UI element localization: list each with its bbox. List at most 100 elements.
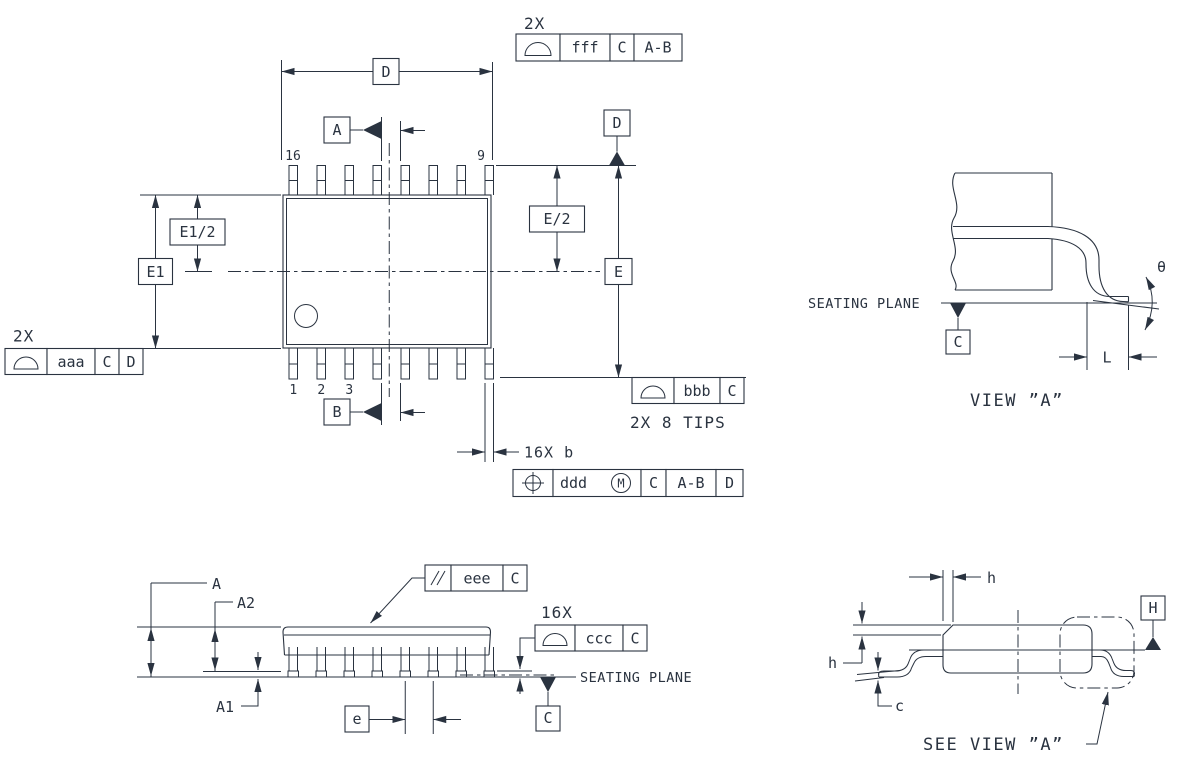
datum-triangle-icon [540,677,556,692]
pin-number-2: 2 [317,383,325,398]
dimension-lead-width-b: 16X b [457,383,574,462]
fcf-bbb-tol: bbb [683,382,710,400]
position-icon [522,472,544,494]
fcf-aaa-tol: aaa [57,353,84,371]
dim-label-e1: E1 [146,263,164,281]
dim-label-a2: A2 [237,594,255,612]
fcf-ddd-datum2: A-B [677,474,704,492]
datum-d-symbol: D [603,109,631,166]
datum-a-symbol: A [323,116,425,161]
dimension-h-side: h [828,602,951,672]
dim-label-h-side: h [828,654,837,672]
datum-triangle-icon [950,303,966,318]
fcf-aaa: 2X aaa C D [4,327,144,376]
dimension-a2: A2 [203,594,281,672]
dimension-d: D [281,57,493,160]
fcf-eee-tol: eee [463,570,490,588]
profile-of-surface-icon [542,633,568,646]
dimension-l: L [1059,302,1157,370]
dimension-e-pitch: e [344,681,461,734]
dimension-e-half: E/2 [528,165,586,272]
datum-triangle-icon [609,151,625,166]
dim-label-a1: A1 [216,698,234,716]
fcf-eee: eee C [370,564,528,624]
fcf-aaa-qty: 2X [13,327,34,346]
datum-d-label: D [612,114,621,132]
pin1-indicator [294,304,318,328]
dim-label-c: c [895,697,904,715]
dim-label-l: L [1102,349,1111,367]
dim-label-16x-b: 16X b [524,444,574,462]
fcf-ccc-qty: 16X [541,603,573,622]
datum-b-label: B [332,403,341,421]
lead-right-end-view [1092,649,1135,677]
dimension-theta: θ [1092,258,1166,331]
seating-plane-label: SEATING PLANE [808,296,920,312]
fcf-bbb-note: 2X 8 TIPS [630,413,726,432]
dimension-a1: A1 [216,652,262,716]
dimension-a: A [147,575,221,677]
pin-number-1: 1 [289,383,297,398]
dimension-c: c [854,652,904,715]
dim-label-a: A [212,575,221,593]
pin-number-3: 3 [345,383,353,398]
datum-triangle-icon [1145,637,1161,650]
top-view: 16 9 1 2 3 D E D E/2 E1 [4,14,746,498]
fcf-ddd-datum3: D [725,474,734,492]
side-view: A A2 A1 e [137,564,692,734]
detail-boundary [1059,616,1135,689]
parallelism-icon [430,570,446,586]
datum-c-symbol: C [945,303,971,355]
package-body-side-view [282,626,492,656]
fcf-fff-tol: fff [571,39,598,57]
lead-left-end-view [878,649,943,678]
dim-label-h-top: h [987,569,996,587]
view-a: SEATING PLANE C θ L VIEW ”A” [808,172,1166,411]
datum-a-label: A [332,121,341,139]
datum-h-symbol: H [1140,595,1166,650]
pin-number-9: 9 [477,149,485,164]
dim-label-e1-half: E1/2 [179,223,215,241]
pin-number-16: 16 [285,149,301,164]
datum-triangle-icon [363,121,382,139]
fcf-ddd-mod: M [617,477,624,491]
end-view: H h h c SEE VIEW ”A” [828,569,1166,755]
dim-label-e-pitch: e [352,710,361,728]
view-a-title: VIEW ”A” [970,391,1064,411]
dimension-e1-half: E1/2 [169,195,226,272]
dim-label-e: E [614,263,623,281]
fcf-ccc-tol: ccc [585,630,612,648]
mmc-modifier-icon: M [611,473,631,493]
datum-c-label: C [543,709,552,727]
profile-of-surface-icon [640,385,666,399]
dimension-h-top: h [909,569,996,622]
fcf-fff: 2X fff C A-B [515,14,683,62]
fcf-ddd: ddd M C A-B D [512,468,744,498]
fcf-bbb: bbb C 2X 8 TIPS [630,376,745,432]
pins-top-row [288,165,494,195]
fcf-fff-datum1: C [617,39,626,57]
seating-plane-label: SEATING PLANE [580,670,692,686]
datum-triangle-icon [363,403,382,421]
profile-of-surface-icon [524,42,552,56]
pins-bottom-row [288,348,494,380]
fcf-fff-qty: 2X [524,14,545,33]
fcf-ddd-tol: ddd [560,474,587,492]
see-view-a-leader [1086,691,1109,745]
see-view-a-label: SEE VIEW ”A” [923,735,1064,755]
dim-label-theta: θ [1157,258,1166,276]
dim-label-d: D [381,63,390,81]
fcf-bbb-datum1: C [727,382,736,400]
fcf-ddd-datum1: C [649,474,658,492]
dimension-e1: E1 [137,194,281,349]
package-body-end-view [909,624,1145,674]
fcf-ccc: 16X ccc C [497,603,648,694]
datum-c-label: C [953,333,962,351]
lead-detail-body [950,172,1130,303]
fcf-aaa-datum2: D [126,353,135,371]
datum-c-symbol: C [535,677,561,732]
profile-of-surface-icon [13,356,39,370]
fcf-aaa-datum1: C [102,353,111,371]
fcf-fff-datum2: A-B [644,39,671,57]
